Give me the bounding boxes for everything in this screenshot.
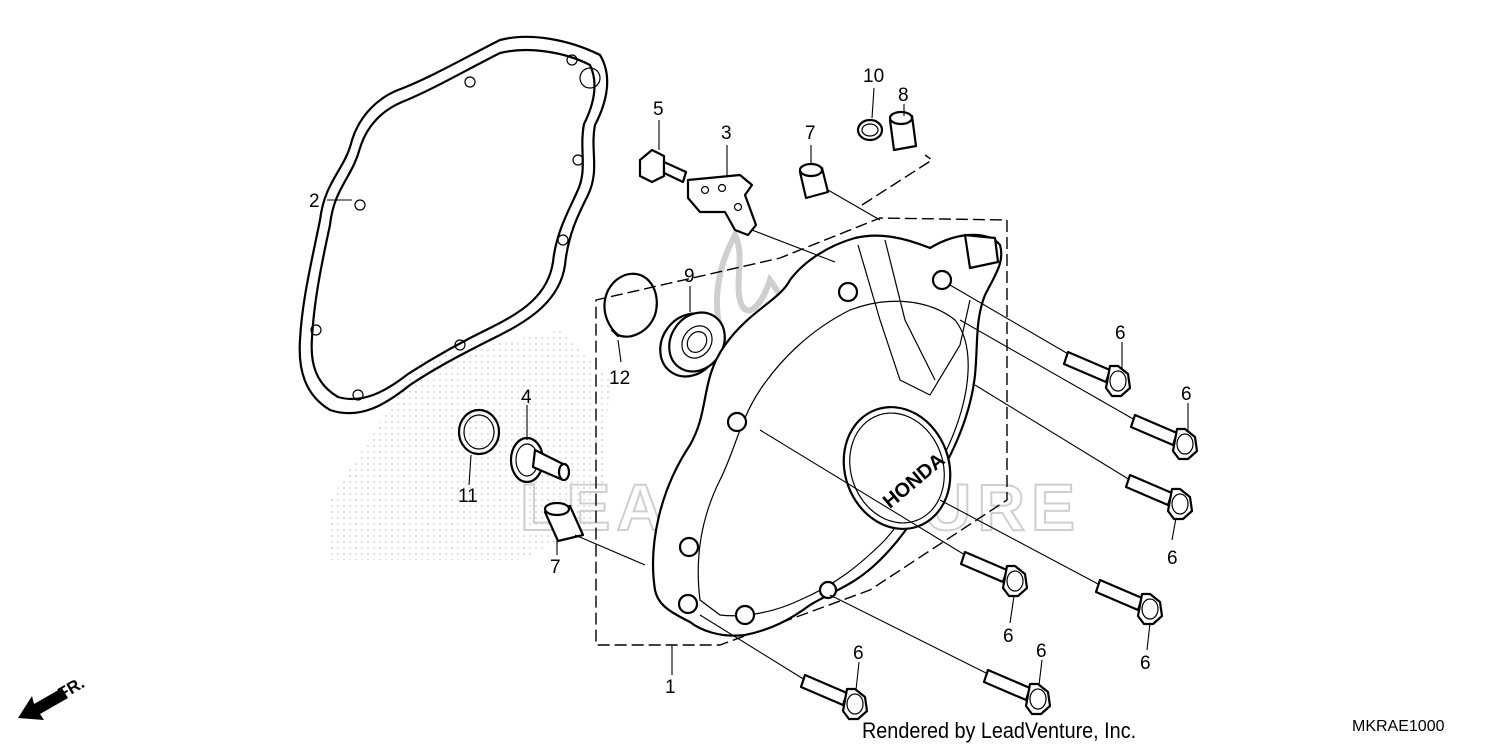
callout-6d: 6 <box>1003 626 1014 647</box>
render-credit: Rendered by LeadVenture, Inc. <box>862 718 1137 743</box>
callout-6a: 6 <box>1115 323 1126 344</box>
callout-6b: 6 <box>1181 384 1192 405</box>
dowel-pin-top <box>798 162 830 200</box>
flange-bolt-6b <box>1129 413 1199 461</box>
cover-bolt-leaders <box>574 189 1136 681</box>
gasket <box>298 35 609 415</box>
callout-2: 2 <box>309 191 320 212</box>
flange-bolt-6a <box>1062 350 1132 398</box>
callout-numbers: 1 2 3 4 5 6 6 6 6 6 6 6 7 7 8 9 10 11 12 <box>309 66 1192 698</box>
flange-bolt-6g <box>982 668 1052 716</box>
flange-bolt-6d <box>959 550 1029 598</box>
flange-bolt-6f <box>799 673 869 721</box>
callout-10: 10 <box>863 66 884 87</box>
callout-8: 8 <box>898 85 909 106</box>
o-ring-11 <box>457 408 501 456</box>
crankcase-cover: HONDA <box>652 233 1003 637</box>
o-ring-10 <box>856 118 884 142</box>
callout-6c: 6 <box>1167 548 1178 569</box>
circlip-12 <box>603 272 658 338</box>
front-direction-indicator: FR. <box>18 673 88 720</box>
bolt-5 <box>638 148 688 184</box>
callout-9: 9 <box>684 266 695 287</box>
callout-6f: 6 <box>853 643 864 664</box>
diagram-code: MKRAE1000 <box>1352 718 1445 735</box>
callout-7-top: 7 <box>805 123 816 144</box>
flange-bolt-6c <box>1124 473 1194 521</box>
callout-12: 12 <box>609 368 630 389</box>
dowel-pin-8 <box>888 110 918 152</box>
plug-4 <box>509 436 571 484</box>
front-arrow-icon <box>18 688 68 720</box>
callout-5: 5 <box>653 99 664 120</box>
callout-1: 1 <box>665 677 676 698</box>
callout-leaders <box>327 87 1189 691</box>
callout-4: 4 <box>521 387 532 408</box>
assembly-1-dashed-outline <box>595 217 1008 646</box>
flange-bolt-6e <box>1094 578 1164 626</box>
callout-7-lower: 7 <box>550 557 561 578</box>
callout-6g: 6 <box>1036 641 1047 662</box>
dowel-pin-lower <box>543 501 585 543</box>
callout-6e: 6 <box>1140 653 1151 674</box>
callout-11: 11 <box>458 486 478 507</box>
callout-3: 3 <box>721 123 732 144</box>
bracket <box>686 173 758 237</box>
assembly-dashed-guide <box>861 154 934 206</box>
